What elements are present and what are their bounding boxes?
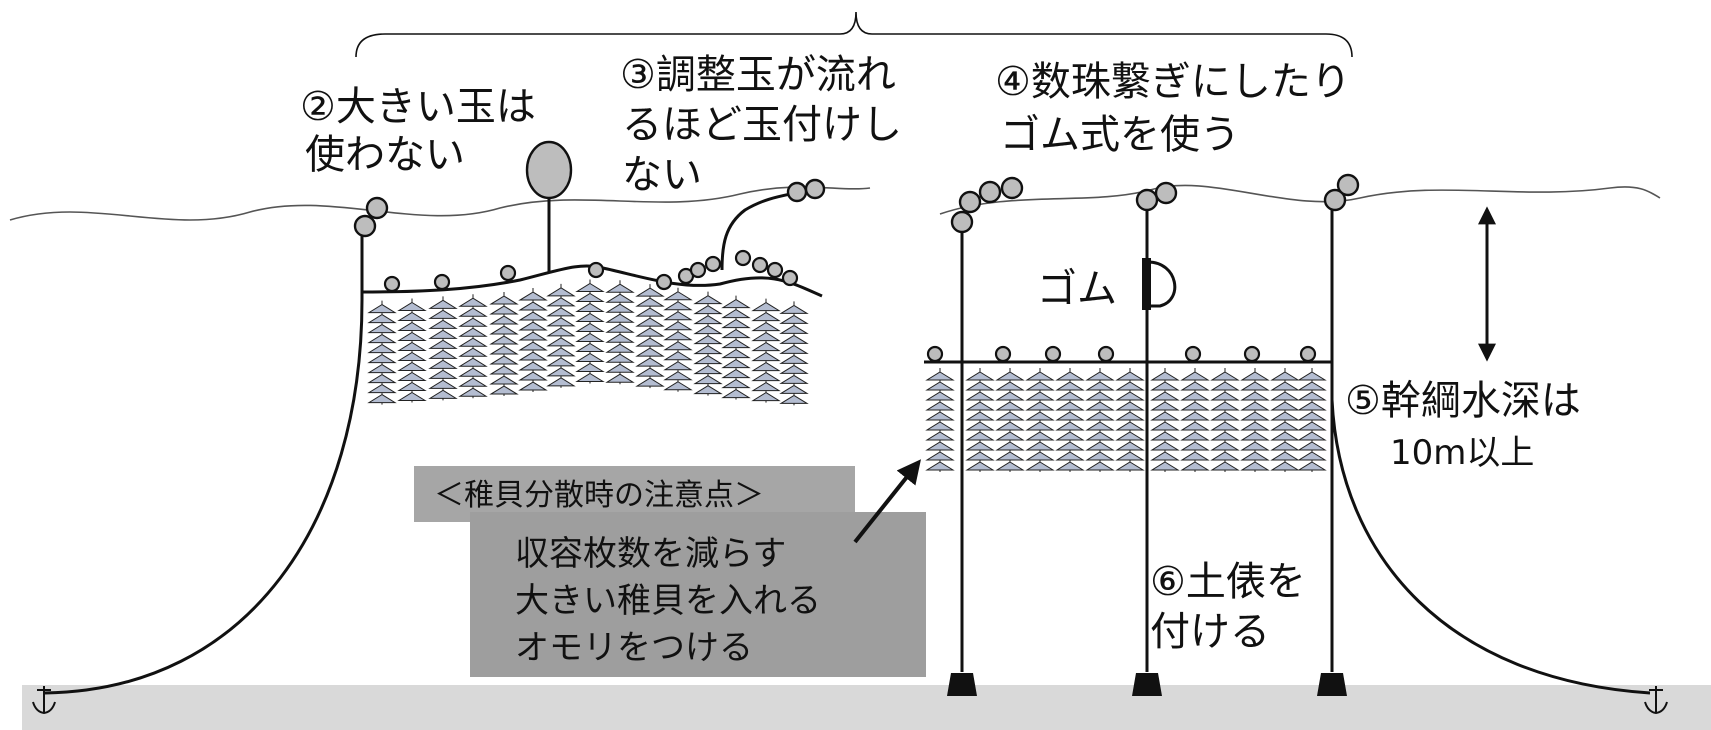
caution-body-box <box>470 512 926 677</box>
sea-surface-right <box>939 184 1661 215</box>
basket-string <box>1180 368 1210 472</box>
note6-line2: 付ける <box>1150 609 1270 655</box>
float-ball-icon <box>1184 345 1202 363</box>
rubber-connector-plate <box>1142 258 1151 310</box>
float-ball-icon <box>655 273 673 291</box>
basket-string <box>518 288 548 393</box>
seabed <box>22 685 1711 730</box>
note4-line2: ゴム式を使う <box>1000 112 1240 158</box>
basket-string <box>965 368 995 472</box>
float-ball-icon <box>926 345 944 363</box>
basket-string <box>367 300 397 405</box>
basket-string <box>721 295 751 400</box>
basket-string <box>1150 368 1180 472</box>
float-ball-icon <box>781 269 799 287</box>
float-ball-icon <box>766 261 784 279</box>
basket-string <box>925 368 955 472</box>
mooring-line-right <box>1330 206 1651 695</box>
float-ball-icon <box>1243 345 1261 363</box>
basket-string <box>575 279 605 384</box>
basket-string <box>693 291 723 396</box>
basket-string <box>1055 368 1085 472</box>
basket-string <box>605 280 635 385</box>
basket-strings-right <box>925 345 1327 472</box>
float-ball-icon <box>1299 345 1317 363</box>
basket-string <box>428 296 458 401</box>
arrow-icon <box>853 459 921 544</box>
adjust-float-line <box>720 190 801 271</box>
basket-string <box>779 301 809 406</box>
mooring-line-left <box>44 230 364 695</box>
float-ball-icon <box>433 273 451 291</box>
basket-string <box>1297 368 1327 472</box>
float-ball-icon <box>383 275 401 293</box>
caution-title: ＜稚貝分散時の注意点＞ <box>434 478 764 513</box>
basket-string <box>397 298 427 403</box>
basket-string <box>546 283 576 388</box>
float-ball-icon <box>704 255 722 273</box>
basket-string <box>635 284 665 389</box>
float-ball-icon <box>994 345 1012 363</box>
caution-item-3: オモリをつける <box>515 628 753 668</box>
float-ball-icon <box>689 261 707 279</box>
anchor-icon <box>32 686 56 715</box>
weight-block-icon <box>947 673 1347 696</box>
rubber-label: ゴム <box>1037 266 1117 312</box>
basket-string <box>1270 368 1300 472</box>
anchor-icon <box>1644 686 1668 715</box>
float-ball-icon <box>1044 345 1062 363</box>
note5-line2: 10m以上 <box>1390 433 1534 473</box>
basket-string <box>489 292 519 397</box>
note2-line2: 使わない <box>305 132 465 178</box>
caution-item-2: 大きい稚貝を入れる <box>515 581 821 621</box>
sea-surface-left <box>9 186 871 221</box>
float-ball-icon <box>751 256 769 274</box>
basket-string <box>995 368 1025 472</box>
caution-item-1: 収容枚数を減らす <box>515 534 786 574</box>
large-buoy <box>525 140 573 200</box>
basket-string <box>458 294 488 399</box>
basket-string <box>1085 368 1115 472</box>
basket-string <box>751 298 781 403</box>
note6-line1: ⑥土俵を <box>1150 559 1306 605</box>
float-ball-icon <box>1097 345 1115 363</box>
float-ball-icon <box>734 249 752 267</box>
note2-line1: ②大きい玉は <box>300 84 536 130</box>
basket-string <box>1210 368 1240 472</box>
note3-line2: るほど玉付けし <box>622 102 902 148</box>
basket-strings-left <box>367 249 809 406</box>
note5-line1: ⑤幹綱水深は <box>1345 378 1581 424</box>
brace-icon <box>355 11 1353 58</box>
basket-string <box>1025 368 1055 472</box>
note3-line1: ③調整玉が流れ <box>620 52 896 98</box>
basket-string <box>1115 368 1145 472</box>
float-ball-icon <box>353 178 826 238</box>
basket-string <box>1240 368 1270 472</box>
float-ball-icon <box>587 261 605 279</box>
basket-string <box>663 287 693 392</box>
float-ball-icon <box>499 264 517 282</box>
float-ball-icon <box>950 173 1360 234</box>
note3-line3: ない <box>622 152 702 198</box>
note4-line1: ④数珠繋ぎにしたり <box>995 59 1351 105</box>
